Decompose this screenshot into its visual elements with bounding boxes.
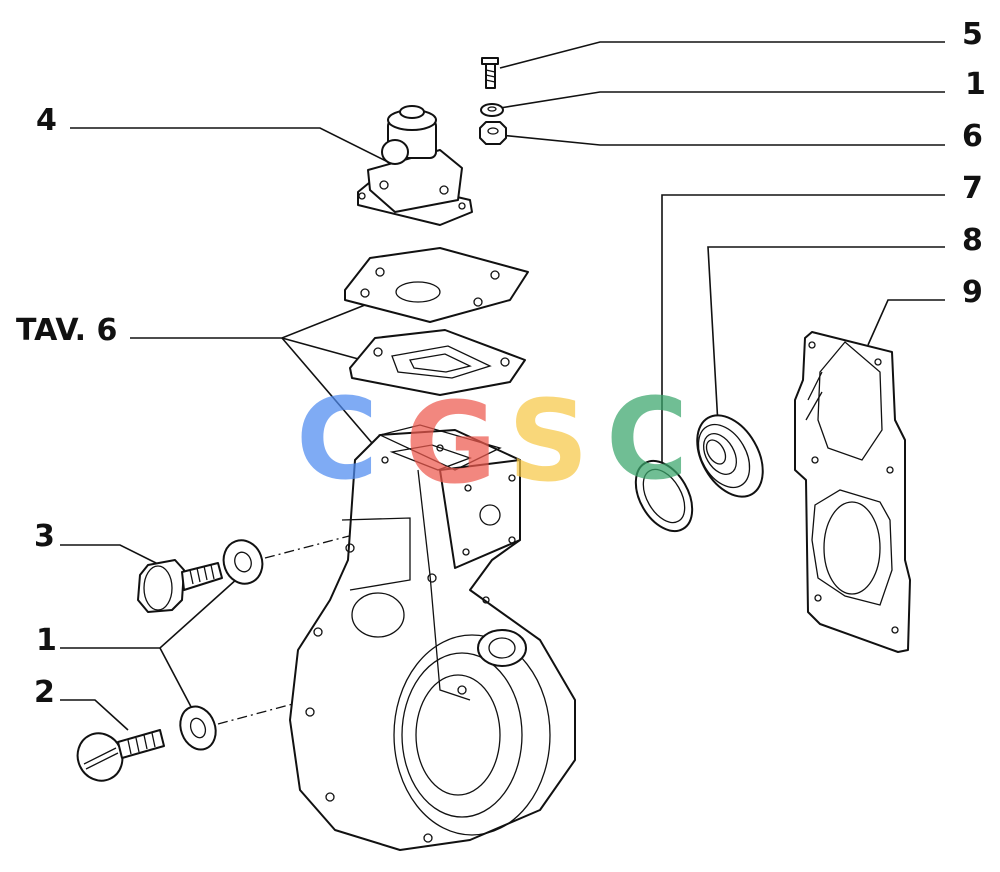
callout-tav-6: TAV. 6	[16, 313, 117, 348]
callout-4: 4	[36, 103, 57, 138]
callout-1-top: 1	[965, 67, 986, 102]
callout-9: 9	[962, 275, 983, 310]
callout-8: 8	[962, 223, 983, 258]
watermark-letter: G	[405, 379, 497, 509]
washer-lower	[179, 705, 217, 751]
slotted-screw	[76, 729, 165, 782]
watermark-logo: C G S C	[296, 375, 688, 509]
callout-6: 6	[962, 119, 983, 154]
watermark-letter: C	[296, 375, 378, 505]
seal-ring	[634, 459, 694, 533]
callout-7: 7	[962, 171, 983, 206]
lower-gasket-plate	[349, 329, 526, 396]
large-gasket	[794, 331, 911, 653]
small-bolt	[481, 57, 499, 89]
hex-bolt	[137, 559, 223, 613]
main-housing	[289, 424, 576, 851]
ball-bearing	[696, 414, 764, 498]
valve-block-assembly	[357, 105, 473, 226]
callout-2: 2	[34, 675, 55, 710]
hex-nut	[479, 121, 507, 145]
callout-1-bottom: 1	[36, 623, 57, 658]
upper-gasket-plate	[344, 247, 529, 323]
watermark-letter: C	[606, 375, 688, 505]
leader-lines	[60, 41, 945, 731]
callout-5: 5	[962, 17, 983, 52]
callout-labels: 5 1 6 7 8 9 4 TAV. 6 3 1 2	[16, 17, 986, 710]
washer-upper	[222, 539, 264, 585]
watermark-letter: S	[508, 377, 589, 507]
callout-3: 3	[34, 519, 55, 554]
small-washer	[480, 103, 504, 117]
